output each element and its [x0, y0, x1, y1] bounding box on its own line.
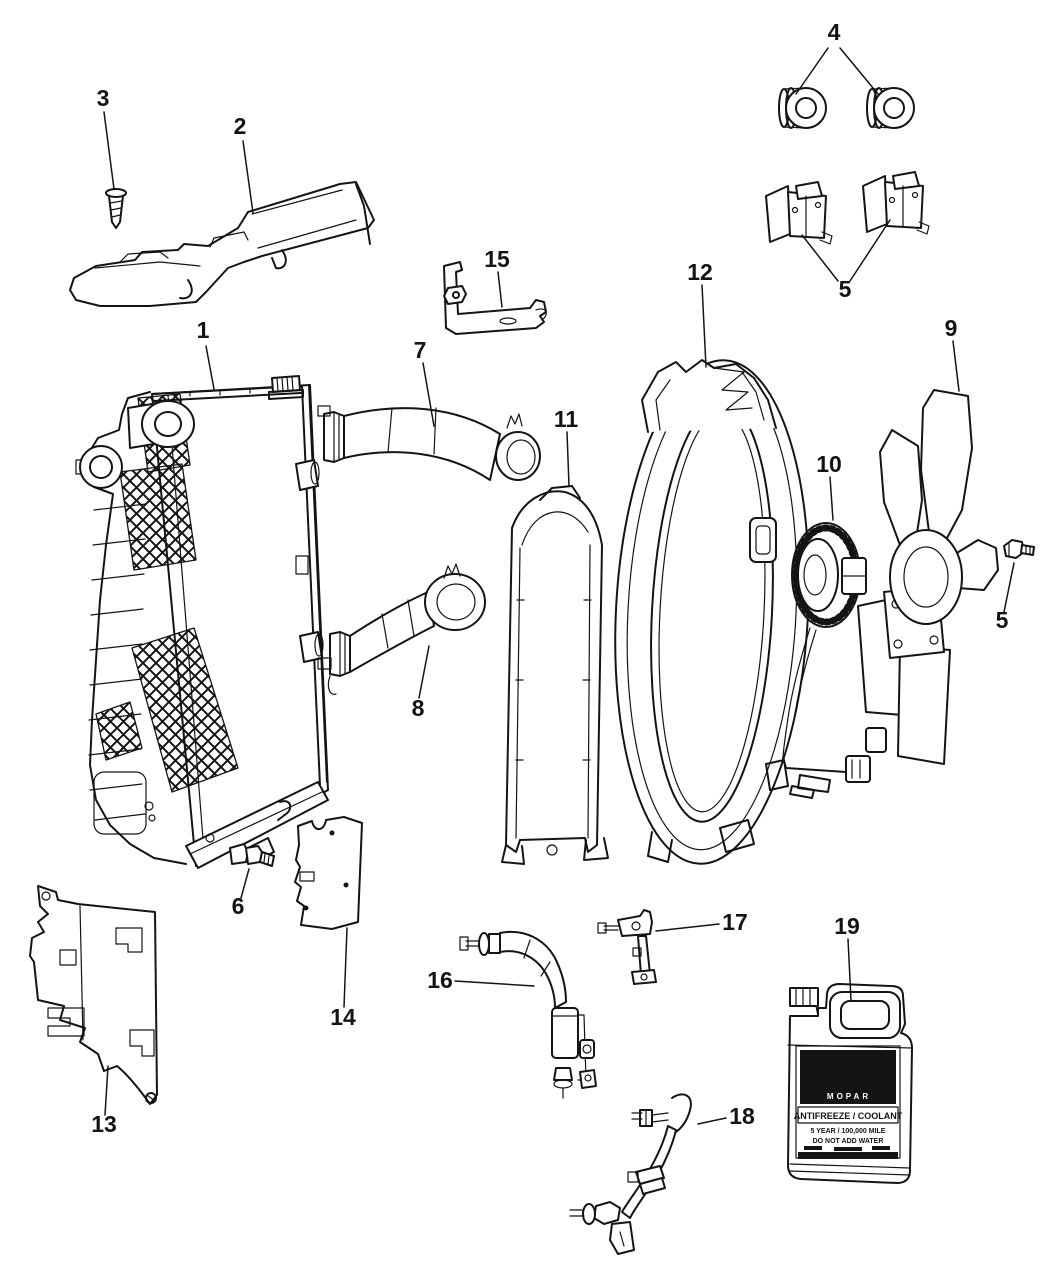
callout-14[interactable]: 14: [330, 1004, 356, 1030]
callout-5-right[interactable]: 5: [996, 607, 1009, 633]
callouts: 1 2 3 4 5 5 6 7 8 9 10 11 12 13 14 15 16…: [91, 19, 1008, 1137]
air-baffle-illustration: [29, 885, 158, 1105]
jug-brand-text: MOPAR: [827, 1092, 871, 1101]
callout-1[interactable]: 1: [197, 317, 210, 343]
bracket-pair-illustration: [765, 171, 930, 245]
callout-3[interactable]: 3: [97, 85, 110, 111]
callout-4[interactable]: 4: [828, 19, 841, 45]
callout-15[interactable]: 15: [484, 246, 510, 272]
lower-hose-illustration: [317, 563, 486, 695]
push-pin-illustration: [105, 188, 127, 229]
small-bracket-illustration: [443, 261, 547, 335]
callout-5-top[interactable]: 5: [839, 276, 852, 302]
jug-warranty-text: 5 YEAR / 100,000 MILE: [811, 1128, 886, 1135]
fan-clutch-illustration: [782, 522, 887, 799]
fan-shroud-illustration: [614, 359, 810, 865]
callout-6[interactable]: 6: [232, 893, 245, 919]
fan-blade-illustration: [857, 389, 999, 765]
grommet-pair-illustration: [778, 87, 915, 129]
shroud-seal-illustration: [501, 485, 609, 865]
callout-19[interactable]: 19: [834, 913, 860, 939]
coolant-tube-illustration: [569, 1093, 692, 1255]
bolt-illustration: [1003, 539, 1035, 559]
upper-shield-illustration: [69, 181, 375, 307]
seal-plate-illustration: [294, 816, 363, 930]
support-bracket-illustration: [597, 909, 657, 985]
callout-8[interactable]: 8: [412, 695, 425, 721]
callout-18[interactable]: 18: [729, 1103, 755, 1129]
callout-17[interactable]: 17: [722, 909, 748, 935]
sensor-illustration: [229, 843, 275, 867]
upper-hose-illustration: [317, 405, 541, 481]
callout-13[interactable]: 13: [91, 1111, 117, 1137]
jug-warning-text: DO NOT ADD WATER: [813, 1138, 884, 1145]
radiator-illustration: [75, 375, 329, 869]
callout-10[interactable]: 10: [816, 451, 842, 477]
callout-11[interactable]: 11: [554, 406, 579, 432]
mopar-logo-icon: [834, 1057, 862, 1085]
recovery-hose-illustration: [459, 930, 597, 1099]
antifreeze-jug-illustration: MOPAR ANTIFREEZE / COOLANT 5 YEAR / 100,…: [787, 983, 913, 1184]
callout-9[interactable]: 9: [945, 315, 958, 341]
callout-2[interactable]: 2: [234, 113, 247, 139]
leader-lines: [103, 47, 1015, 1125]
callout-16[interactable]: 16: [427, 967, 453, 993]
jug-product-text: ANTIFREEZE / COOLANT: [794, 1111, 903, 1121]
callout-12[interactable]: 12: [687, 259, 713, 285]
callout-7[interactable]: 7: [414, 337, 427, 363]
